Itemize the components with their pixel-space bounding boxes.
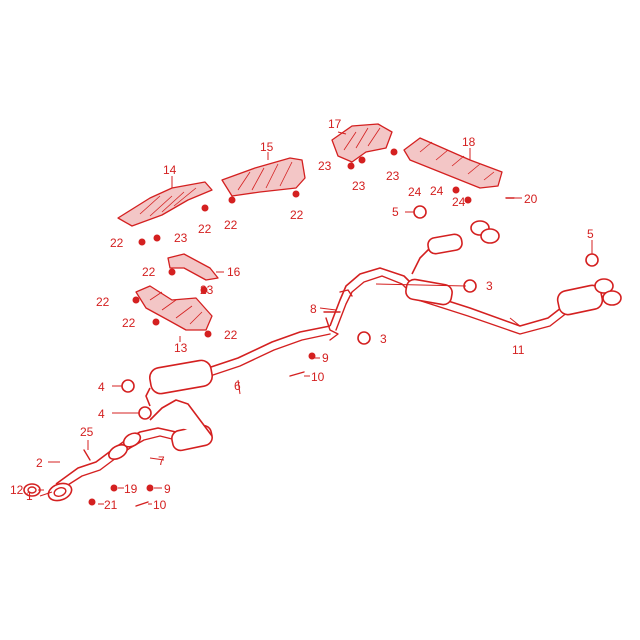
- bracket-16: [167, 253, 219, 281]
- front-pipe-7: [55, 427, 177, 491]
- label-3b: 3: [380, 332, 387, 346]
- label-22-c: 22: [224, 218, 238, 232]
- label-24-c: 24: [452, 195, 466, 209]
- label-23-b: 23: [200, 283, 214, 297]
- hanger-rubber-3b: [357, 331, 371, 345]
- label-19: 19: [124, 482, 138, 496]
- hanger-rubber-5b: [585, 253, 599, 267]
- label-23-c: 23: [318, 159, 332, 173]
- label-20: 20: [524, 192, 538, 206]
- label-22-b: 22: [198, 222, 212, 236]
- label-3a: 3: [486, 279, 493, 293]
- label-13: 13: [174, 341, 188, 355]
- heat-shield-18: [403, 137, 503, 189]
- label-14: 14: [163, 163, 177, 177]
- label-21: 21: [104, 498, 118, 512]
- bracket-pipe-6: [325, 317, 339, 341]
- label-9b: 9: [164, 482, 171, 496]
- label-5a: 5: [392, 205, 399, 219]
- heat-shield-15: [221, 157, 306, 197]
- hanger-rubber-4b: [138, 406, 152, 420]
- label-22-a: 22: [110, 236, 124, 250]
- label-22-h: 22: [224, 328, 238, 342]
- label-4a: 4: [98, 380, 105, 394]
- label-1: 1: [26, 489, 33, 503]
- callouts: 1 2 3 3 4 4 5 5 6 7 8 9 9 10 10 11 12 13…: [10, 117, 594, 512]
- label-11: 11: [512, 343, 525, 357]
- label-22-f: 22: [96, 295, 110, 309]
- label-23-d: 23: [352, 179, 366, 193]
- rear-pipe-11: [329, 220, 622, 335]
- label-5b: 5: [587, 227, 594, 241]
- label-2: 2: [36, 456, 43, 470]
- label-18: 18: [462, 135, 476, 149]
- label-10a: 10: [311, 370, 325, 384]
- leader-lines: [38, 131, 593, 505]
- label-17: 17: [328, 117, 342, 131]
- heat-shield-14: [117, 181, 213, 227]
- fasteners: [83, 148, 515, 507]
- label-9a: 9: [322, 351, 329, 365]
- label-16: 16: [227, 265, 241, 279]
- label-7: 7: [158, 454, 165, 468]
- label-25: 25: [80, 425, 94, 439]
- label-8: 8: [310, 302, 317, 316]
- label-23-a: 23: [174, 231, 188, 245]
- label-6: 6: [234, 379, 241, 393]
- label-10b: 10: [153, 498, 167, 512]
- heat-shield-13: [135, 285, 213, 331]
- label-12: 12: [10, 483, 24, 497]
- hanger-8: [323, 289, 353, 313]
- label-22-e: 22: [142, 265, 156, 279]
- label-15: 15: [260, 140, 274, 154]
- hanger-rubber-5a: [413, 205, 427, 219]
- hanger-rubber-4a: [121, 379, 135, 393]
- label-4b: 4: [98, 407, 105, 421]
- label-24-a: 24: [408, 185, 422, 199]
- label-24-b: 24: [430, 184, 444, 198]
- label-22-d: 22: [290, 208, 304, 222]
- center-pipe-6: [145, 325, 331, 437]
- heat-shield-17: [331, 123, 393, 163]
- flange-1: [47, 482, 73, 502]
- label-23-e: 23: [386, 169, 400, 183]
- label-22-g: 22: [122, 316, 136, 330]
